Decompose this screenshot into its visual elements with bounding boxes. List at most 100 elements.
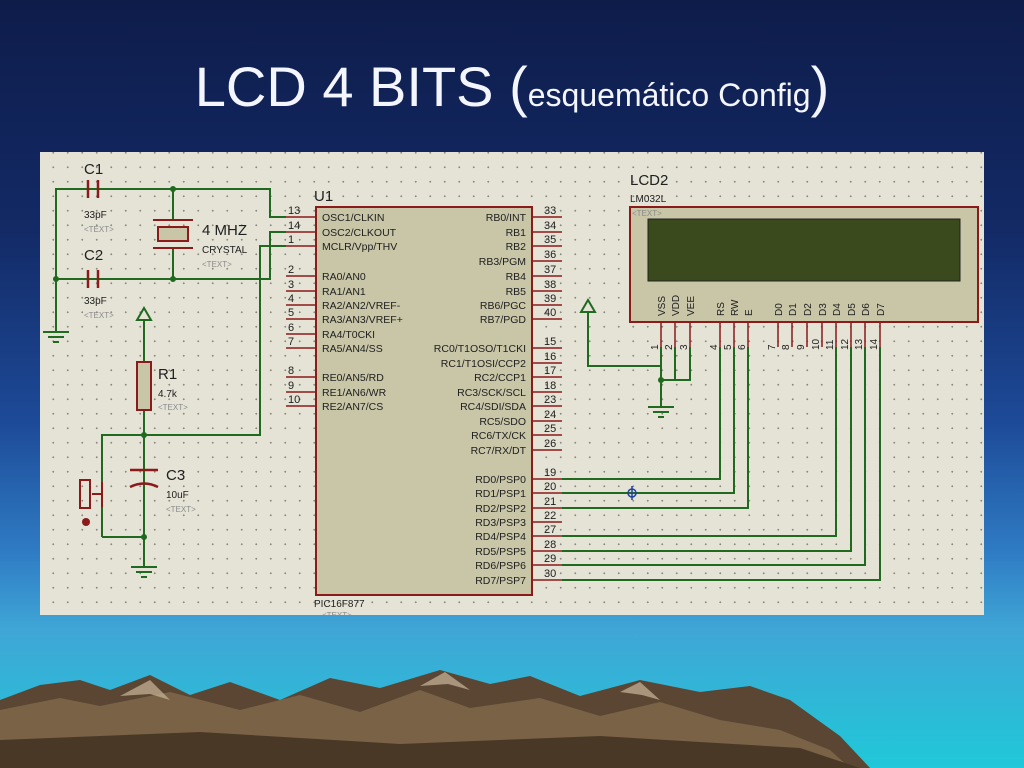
- wire-mclr: [144, 245, 286, 436]
- mcu-pin-number: 21: [544, 496, 556, 508]
- wire-rw: [562, 347, 735, 494]
- wire-lcd-power-arrow: [587, 312, 661, 367]
- crystal-body: [157, 226, 189, 242]
- mcu-pin-number: 7: [288, 336, 294, 348]
- c3-plate-curved: [129, 482, 159, 489]
- wire-d7: [562, 347, 881, 581]
- mcu-pin-number: 18: [544, 380, 556, 392]
- mountain-landscape: [0, 670, 870, 768]
- mcu-pin-number: 34: [544, 220, 556, 232]
- lcd-pin-label: D3: [818, 303, 829, 316]
- lcd-text-tag: <TEXT>: [632, 209, 662, 218]
- mcu-pin-label: RB6/PGC: [480, 300, 527, 312]
- title-open-paren: (: [509, 55, 528, 118]
- mcu-pin-label: RE1/AN6/WR: [322, 387, 387, 399]
- mcu-pin-label: RD7/PSP7: [475, 575, 526, 587]
- mcu-pin-number: 14: [288, 220, 300, 232]
- lcd-pin-number: 7: [767, 344, 778, 350]
- r1-value: 4.7k: [158, 389, 178, 400]
- title-main: LCD 4 BITS: [194, 55, 494, 118]
- mcu-pin-label: RA5/AN4/SS: [322, 343, 383, 355]
- mcu-pin-number: 8: [288, 365, 294, 377]
- lcd-pin-label: D0: [774, 303, 785, 316]
- mcu-pin-number: 27: [544, 524, 556, 536]
- lcd-pin-number: 1: [650, 344, 661, 350]
- lcd-pin-label: VDD: [671, 295, 682, 316]
- mcu-pin-label: RB4: [506, 271, 527, 283]
- mcu-pin-label: RA4/T0CKI: [322, 329, 375, 341]
- reset-button-body: [79, 479, 91, 509]
- mcu-pin-number: 9: [288, 380, 294, 392]
- mcu-ref: U1: [314, 188, 333, 205]
- mcu-pin-label: RC7/RX/DT: [471, 445, 527, 457]
- mcu-pin-number: 28: [544, 539, 556, 551]
- schematic-svg: U1PIC16F877<TEXT>13OSC1/CLKIN14OSC2/CLKO…: [43, 161, 979, 620]
- mcu-pin-label: RD4/PSP4: [475, 531, 526, 543]
- mcu-pin-number: 40: [544, 307, 556, 319]
- wire-junction: [141, 432, 147, 438]
- mcu-pin-label: RC6/TX/CK: [471, 430, 526, 442]
- mcu-pin-number: 29: [544, 553, 556, 565]
- mcu-pin-number: 4: [288, 293, 294, 305]
- lcd-pin-number: 6: [737, 344, 748, 350]
- lcd-pin-label: VSS: [657, 296, 668, 316]
- wire-d4: [562, 347, 837, 537]
- lcd-pin-label: RS: [716, 302, 727, 316]
- lcd-pin-label: D2: [803, 303, 814, 316]
- mcu-pin-label: RE0/AN5/RD: [322, 372, 384, 384]
- wire-junction: [170, 276, 176, 282]
- mcu-pin-label: RB7/PGD: [480, 314, 527, 326]
- reset-button-indicator: [82, 518, 90, 526]
- wire-junction: [170, 186, 176, 192]
- mcu-pin-label: RC2/CCP1: [474, 372, 526, 384]
- mcu-pin-number: 10: [288, 394, 300, 406]
- mcu-pin-label: RB0/INT: [486, 212, 527, 224]
- lcd-part: LM032L: [630, 194, 667, 205]
- mcu-pin-number: 2: [288, 264, 294, 276]
- wire-osc1: [55, 188, 286, 322]
- mcu-pin-label: RD5/PSP5: [475, 546, 526, 558]
- wire-e: [562, 347, 749, 509]
- mcu-pin-label: RB5: [506, 286, 527, 298]
- mcu-pin-label: RD0/PSP0: [475, 474, 526, 486]
- wire-junction: [53, 276, 59, 282]
- lcd-pin-number: 8: [781, 344, 792, 350]
- c1-text-tag: <TEXT>: [84, 225, 114, 234]
- mcu-pin-number: 3: [288, 279, 294, 291]
- c1-value: 33pF: [84, 210, 107, 221]
- lcd-pin-label: D4: [832, 303, 843, 316]
- slide-title: LCD 4 BITS (esquemático Config): [0, 52, 1024, 130]
- schematic-canvas: U1PIC16F877<TEXT>13OSC1/CLKIN14OSC2/CLKO…: [40, 152, 984, 620]
- mcu-pin-number: 26: [544, 438, 556, 450]
- wire-junction: [658, 377, 664, 383]
- mcu-pin-label: RB2: [506, 241, 527, 253]
- mcu-pin-label: RC5/SDO: [479, 416, 526, 428]
- mcu-pin-number: 15: [544, 336, 556, 348]
- r1-ref: R1: [158, 366, 177, 383]
- mcu-pin-number: 6: [288, 322, 294, 334]
- wire-rs: [562, 347, 721, 480]
- lcd-pin-number: 13: [854, 338, 865, 350]
- c3-value: 10uF: [166, 490, 189, 501]
- wire-d5: [562, 347, 852, 552]
- mcu-pin-label: RC3/SCK/SCL: [457, 387, 526, 399]
- mcu-pin-label: RA1/AN1: [322, 286, 366, 298]
- title-close-paren: ): [810, 55, 830, 118]
- c1-ref: C1: [84, 161, 103, 178]
- mcu-pin-number: 20: [544, 481, 556, 493]
- mcu-pin-number: 36: [544, 249, 556, 261]
- mcu-pin-label: RC0/T1OSO/T1CKI: [434, 343, 526, 355]
- lcd-pin-number: 12: [840, 338, 851, 350]
- mcu-pin-number: 37: [544, 264, 556, 276]
- lcd-pin-label: VEE: [686, 296, 697, 316]
- mcu-pin-number: 1: [288, 234, 294, 246]
- mcu-part: PIC16F877: [314, 599, 365, 610]
- lcd-pin-number: 4: [709, 344, 720, 350]
- mcu-pin-number: 16: [544, 351, 556, 363]
- mcu-body: [315, 206, 533, 596]
- c2-value: 33pF: [84, 296, 107, 307]
- mcu-pin-label: RD6/PSP6: [475, 560, 526, 572]
- mcu-pin-label: RD1/PSP1: [475, 488, 526, 500]
- power-symbol: [135, 306, 153, 321]
- lcd-screen: [647, 218, 961, 282]
